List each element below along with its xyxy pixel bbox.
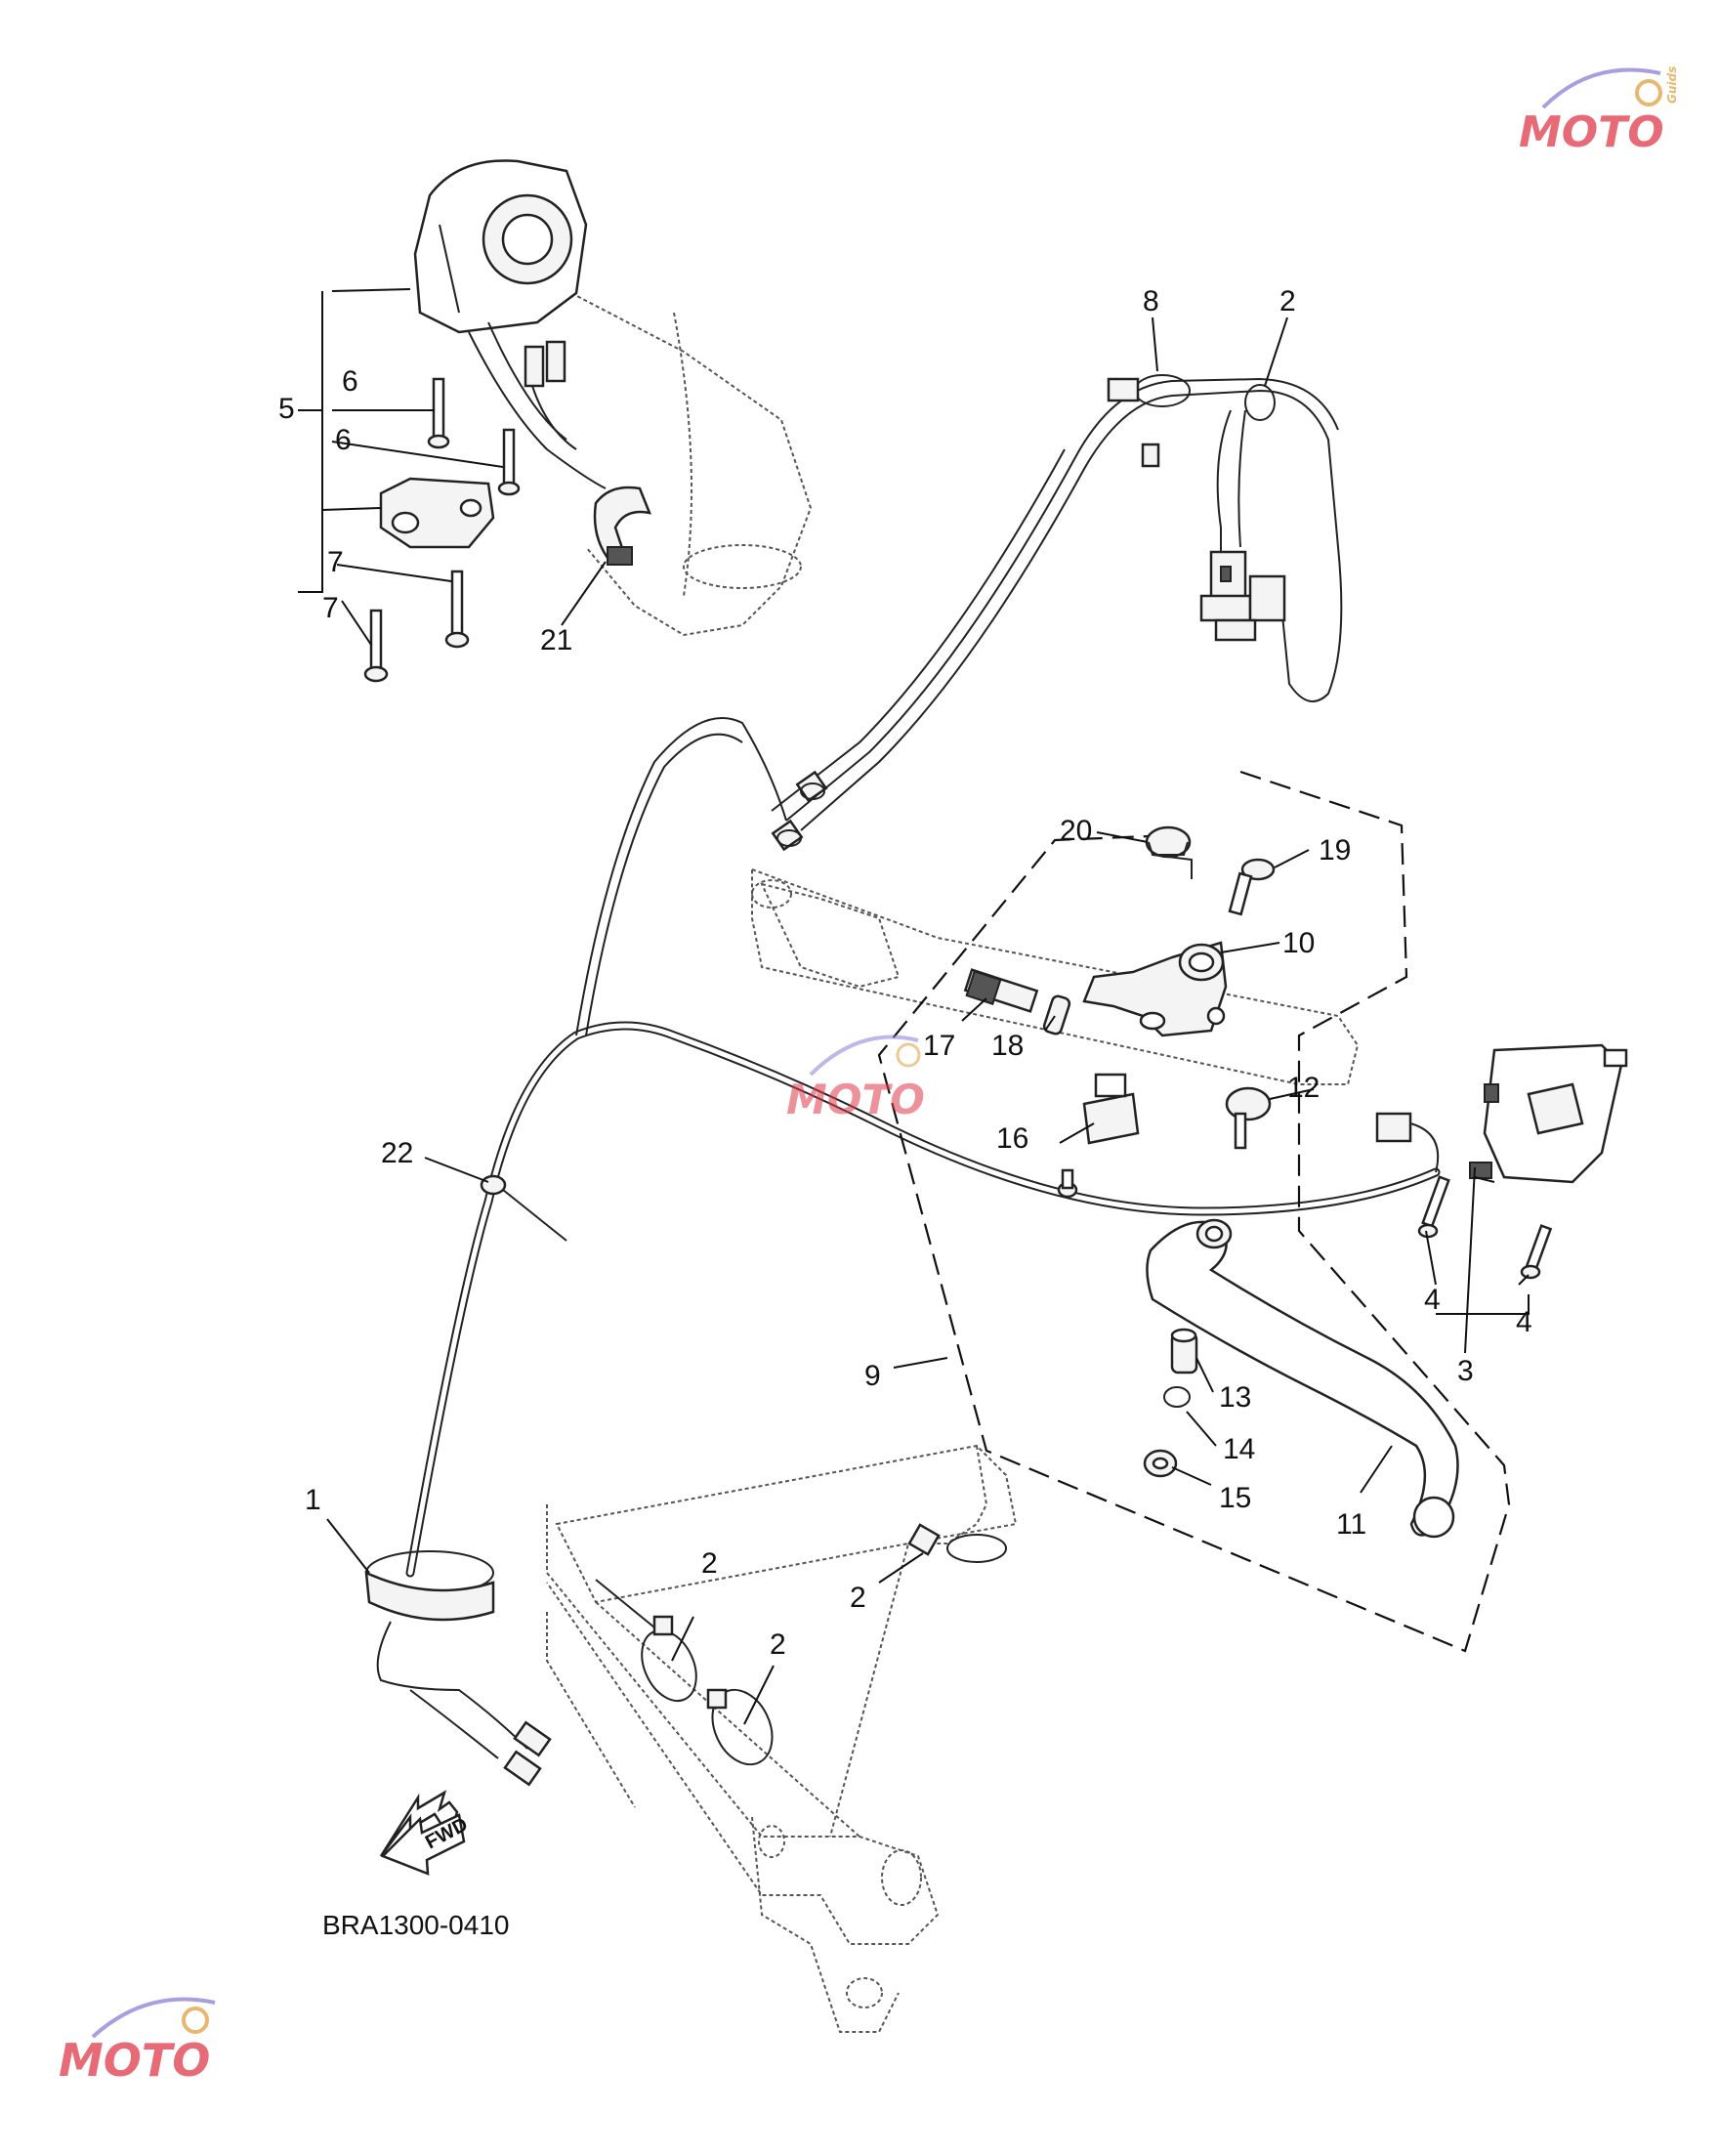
callout-labels: 1 2 2 2 2 3 4 4 5 6 6 7 7 8 9 10 11 12 1… [278, 285, 1532, 1661]
watermark-bottom-left: MOTO [59, 1997, 216, 2087]
switch-16 [1057, 1073, 1140, 1199]
screw-4a [1417, 1175, 1450, 1239]
watermark-top-right: MOTO Guids [1519, 66, 1679, 157]
bolt-19 [1228, 858, 1276, 916]
clutch-switch-connector [1375, 1112, 1440, 1173]
callout-2-top: 2 [1279, 285, 1296, 317]
band-2-lower-c [907, 1523, 1007, 1563]
callout-8: 8 [1143, 285, 1159, 317]
clutch-cable [405, 717, 1441, 1578]
collar-13 [1170, 1328, 1198, 1374]
watermark-text-center: MOTO [786, 1076, 925, 1123]
callout-9: 9 [864, 1360, 881, 1392]
band-8 [1107, 374, 1191, 468]
wire-harness [771, 377, 1343, 831]
callout-18: 18 [991, 1030, 1024, 1062]
callout-3: 3 [1457, 1355, 1474, 1387]
harness-connectors [1199, 550, 1286, 642]
band-2-lower-b [706, 1688, 774, 1766]
callout-20: 20 [1060, 815, 1092, 847]
handlebar-switch-housing [413, 159, 607, 489]
callout-5: 5 [278, 393, 295, 425]
clutch-lever-11 [1146, 1218, 1459, 1539]
callout-21: 21 [540, 624, 572, 656]
callout-2-lower-a: 2 [701, 1547, 718, 1580]
screw-7a [363, 609, 389, 683]
screw-7b [444, 570, 470, 649]
band-2-top [1244, 384, 1276, 421]
callout-19: 19 [1319, 834, 1351, 867]
callout-2-lower-b: 2 [770, 1628, 786, 1661]
handlebar-outline [570, 292, 1360, 1085]
callout-17: 17 [923, 1030, 955, 1062]
locknut-18 [1042, 994, 1071, 1036]
callout-10: 10 [1282, 927, 1315, 959]
watermark-sub: Guids [1665, 66, 1679, 104]
cap-20 [1145, 825, 1192, 859]
screw-4b [1520, 1224, 1553, 1280]
frame-outline [546, 1444, 1018, 2033]
pivot-bolt-12 [1225, 1086, 1272, 1150]
screw-6a [427, 377, 450, 449]
switch-lower-half [379, 477, 495, 549]
right-switch-housing [1469, 1043, 1628, 1184]
callout-7-upper: 7 [327, 546, 344, 578]
callout-6-upper: 6 [342, 365, 358, 398]
lever-holder-10 [1082, 941, 1228, 1037]
callout-2-lower-c: 2 [850, 1582, 866, 1614]
callout-4-right: 4 [1516, 1306, 1532, 1338]
cable-clamp-21 [593, 486, 652, 566]
callout-15: 15 [1219, 1482, 1251, 1514]
callout-6-lower: 6 [335, 424, 352, 456]
callout-7-lower: 7 [322, 592, 339, 624]
callout-12: 12 [1287, 1072, 1320, 1104]
callout-11: 11 [1336, 1508, 1366, 1541]
fwd-arrow-icon: FWD [379, 1790, 472, 1876]
callout-4-left: 4 [1424, 1284, 1441, 1316]
callout-16: 16 [996, 1122, 1028, 1155]
callout-13: 13 [1219, 1381, 1251, 1414]
harness-clamp-mid [771, 770, 828, 852]
callout-22: 22 [381, 1137, 413, 1169]
screw-6b [497, 428, 521, 496]
watermark-text: MOTO [1519, 107, 1664, 157]
nut-15 [1143, 1449, 1178, 1478]
callout-1: 1 [305, 1484, 321, 1516]
watermark-text-bottom: MOTO [59, 2034, 210, 2087]
leader-lines [298, 288, 1530, 1725]
band-1 [364, 1550, 552, 1787]
watermark-center: MOTO [786, 1035, 925, 1123]
band-2-lower-a [595, 1579, 697, 1703]
callout-14: 14 [1223, 1433, 1255, 1465]
adjuster-17 [963, 968, 1039, 1013]
diagram-code: BRA1300-0410 [322, 1910, 509, 1940]
washer-14 [1163, 1386, 1191, 1408]
cable-tie-22 [480, 1174, 567, 1242]
